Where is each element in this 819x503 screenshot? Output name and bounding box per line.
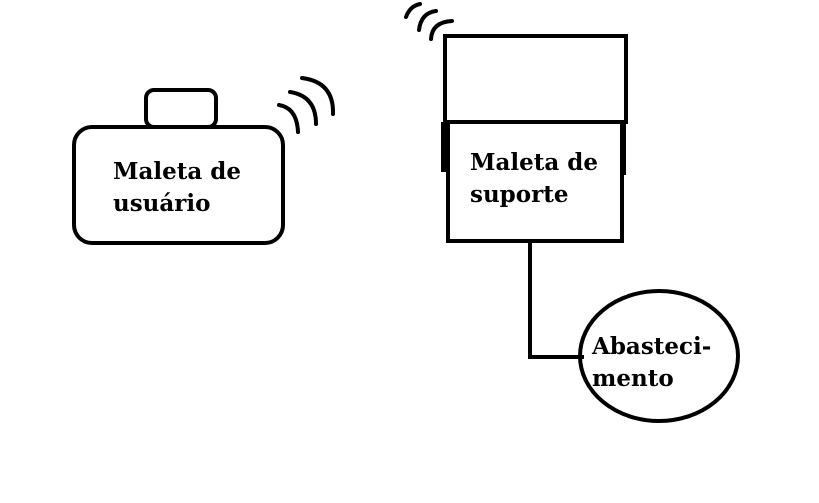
user-case-handle bbox=[144, 88, 218, 129]
support-case-label-line1: Maleta de bbox=[470, 149, 598, 176]
supply-connector-line bbox=[528, 241, 584, 359]
support-case-body bbox=[446, 120, 624, 243]
user-case-label-line1: Maleta de bbox=[113, 158, 241, 185]
support-case-wireless-icon bbox=[404, 2, 454, 41]
user-case-body bbox=[72, 125, 285, 245]
supply-node: Abasteci- mento bbox=[578, 289, 740, 423]
user-case: Maleta de usuário bbox=[72, 88, 285, 245]
user-case-wireless-icon bbox=[277, 76, 336, 134]
supply-ellipse bbox=[578, 289, 740, 423]
support-case-lid bbox=[443, 34, 628, 124]
support-case: Maleta de suporte bbox=[441, 34, 628, 243]
supply-label-line2: mento bbox=[592, 365, 674, 392]
user-case-label-line2: usuário bbox=[113, 190, 211, 217]
support-case-label-line2: suporte bbox=[470, 181, 568, 208]
supply-label-line1: Abasteci- bbox=[591, 333, 711, 360]
